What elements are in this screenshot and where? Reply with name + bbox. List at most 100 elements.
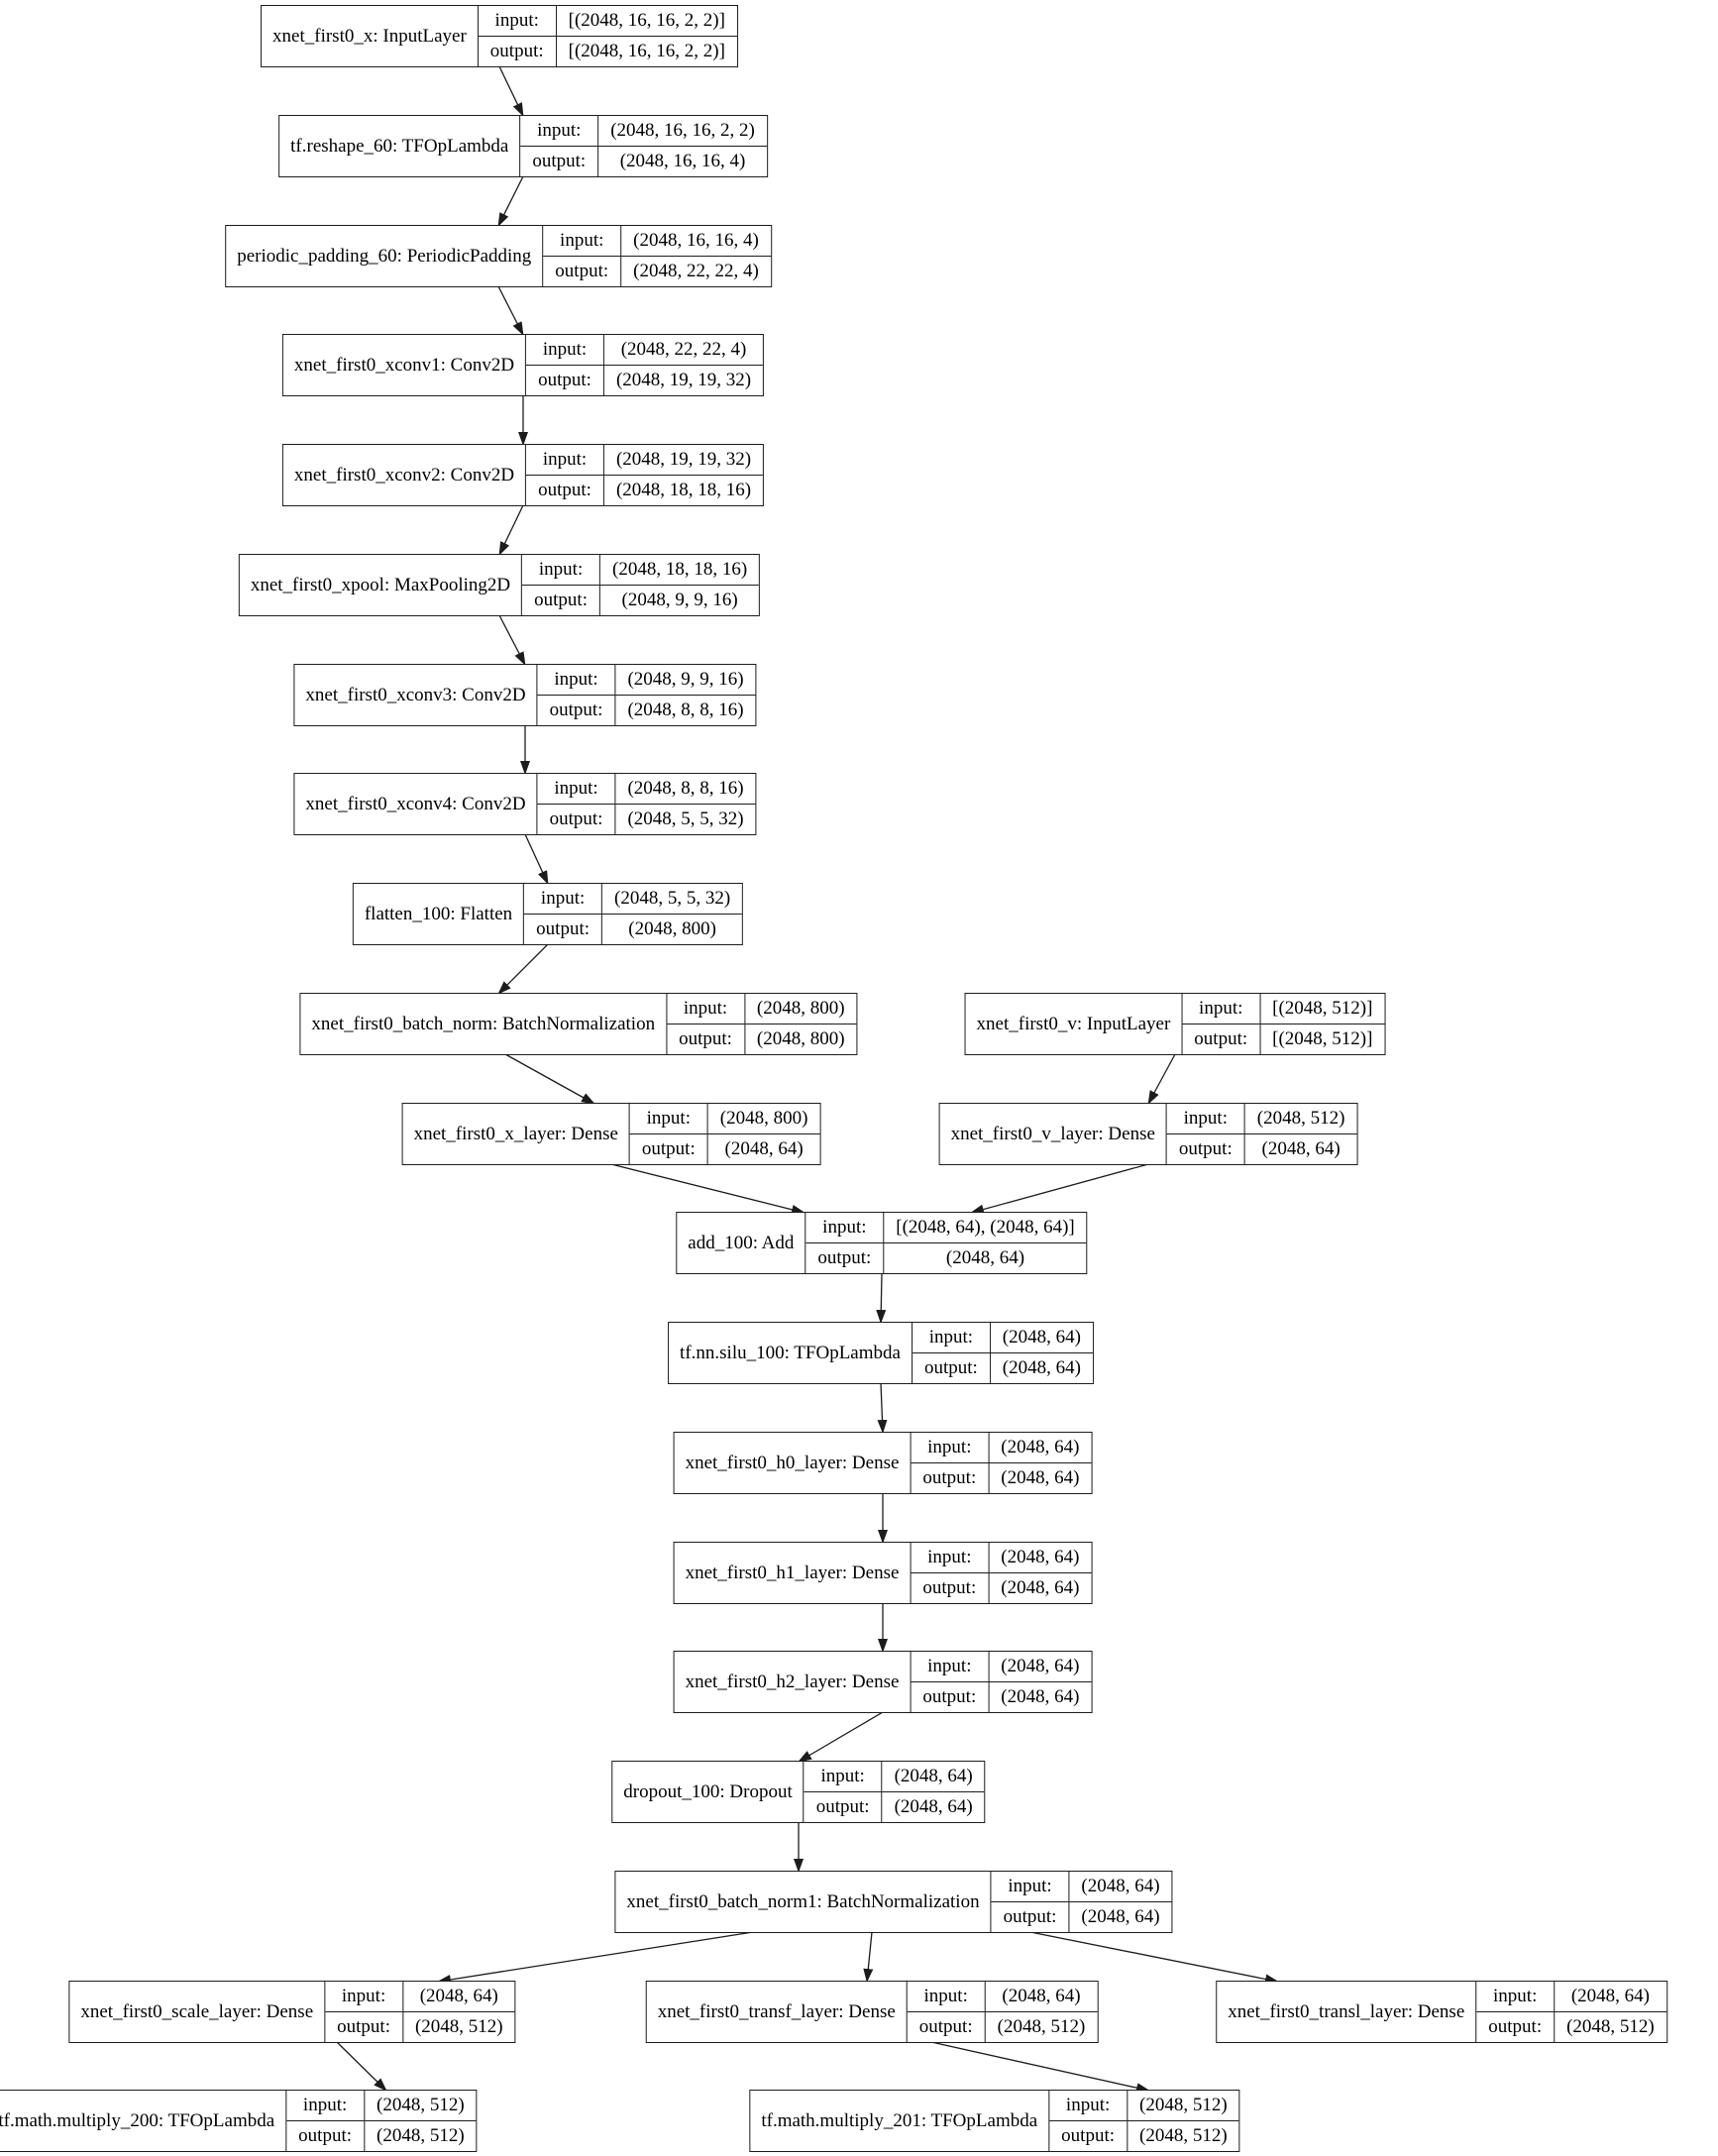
output-key-label: output: bbox=[1061, 2124, 1116, 2146]
output-key-label: output: bbox=[536, 917, 591, 939]
input-key-label: input: bbox=[912, 1323, 990, 1353]
layer-label: xnet_first0_h2_layer: Dense bbox=[685, 1671, 900, 1692]
edge-flatten_100-to-xnet_first0_batch_norm bbox=[497, 943, 549, 995]
layer-label: xnet_first0_transf_layer: Dense bbox=[657, 2000, 896, 2022]
output-shape-value: (2048, 512) bbox=[984, 2011, 1098, 2042]
layer-io-table: input: (2048, 512) output: (2048, 512) bbox=[285, 2091, 477, 2151]
input-shape-value: [(2048, 64), (2048, 64)] bbox=[883, 1213, 1087, 1243]
input-shape-value: (2048, 18, 18, 16) bbox=[599, 555, 760, 586]
input-shape-value: (2048, 64) bbox=[989, 1323, 1093, 1353]
output-key-label: output: bbox=[337, 2015, 390, 2037]
layer-label: xnet_first0_xconv2: Conv2D bbox=[293, 464, 515, 485]
input-key-label: input: bbox=[629, 1104, 707, 1134]
layer-label: xnet_first0_scale_layer: Dense bbox=[80, 2000, 314, 2022]
layer-label: xnet_first0_x: InputLayer bbox=[272, 25, 467, 47]
layer-node-add_100: add_100: Add input: [(2048, 64), (2048, … bbox=[676, 1212, 1088, 1274]
input-key-label: input: bbox=[667, 994, 744, 1024]
edge-xnet_first0_batch_norm1-to-xnet_first0_scale_layer bbox=[437, 1931, 754, 1985]
input-key-label: input: bbox=[991, 1872, 1069, 1902]
input-key-label: input: bbox=[1049, 2091, 1127, 2121]
output-key-label: output: bbox=[298, 2124, 353, 2146]
edge-xnet_first0_batch_norm1-to-xnet_first0_transl_layer bbox=[1029, 1931, 1279, 1985]
edge-xnet_first0_xconv4-to-flatten_100 bbox=[524, 833, 549, 885]
input-shape-value: (2048, 64) bbox=[984, 1982, 1098, 2012]
edge-tf_reshape_60-to-periodic_padding_60 bbox=[497, 175, 524, 227]
layer-label: flatten_100: Flatten bbox=[364, 903, 513, 924]
layer-io-table: input: (2048, 64) output: (2048, 512) bbox=[1475, 1982, 1666, 2042]
output-key-label: output: bbox=[1194, 1027, 1248, 1049]
output-key-label: output: bbox=[922, 1466, 977, 1488]
input-shape-value: [(2048, 512)] bbox=[1259, 994, 1385, 1024]
layer-label: xnet_first0_x_layer: Dense bbox=[413, 1123, 618, 1144]
output-shape-value: (2048, 64) bbox=[881, 1791, 985, 1822]
output-key-label: output: bbox=[532, 150, 587, 171]
layer-io-table: input: (2048, 64) output: (2048, 64) bbox=[910, 1543, 1092, 1603]
output-shape-value: [(2048, 16, 16, 2, 2)] bbox=[555, 36, 737, 66]
input-key-label: input: bbox=[1476, 1982, 1555, 2012]
input-shape-value: (2048, 16, 16, 4) bbox=[620, 226, 771, 257]
input-shape-value: (2048, 64) bbox=[988, 1652, 1092, 1682]
input-key-label: input: bbox=[911, 1543, 989, 1573]
output-shape-value: (2048, 512) bbox=[401, 2011, 515, 2042]
layer-node-xnet_first0_batch_norm1: xnet_first0_batch_norm1: BatchNormalizat… bbox=[614, 1871, 1173, 1933]
layer-io-table: input: (2048, 8, 8, 16) output: (2048, 5… bbox=[536, 774, 756, 834]
output-shape-value: (2048, 64) bbox=[989, 1352, 1093, 1383]
input-shape-value: (2048, 19, 19, 32) bbox=[602, 445, 764, 476]
edge-xnet_first0_x_layer-to-add_100 bbox=[610, 1163, 805, 1215]
layer-label: xnet_first0_batch_norm: BatchNormalizati… bbox=[311, 1013, 656, 1034]
output-shape-value: (2048, 64) bbox=[883, 1242, 1086, 1273]
input-key-label: input: bbox=[478, 6, 556, 37]
edge-xnet_first0_batch_norm-to-xnet_first0_x_layer bbox=[504, 1053, 595, 1105]
input-key-label: input: bbox=[537, 665, 615, 696]
input-key-label: input: bbox=[1182, 994, 1260, 1024]
layer-io-table: input: (2048, 64) output: (2048, 512) bbox=[324, 1982, 515, 2042]
layer-label: dropout_100: Dropout bbox=[623, 1780, 793, 1802]
layer-label: xnet_first0_xconv3: Conv2D bbox=[305, 684, 526, 705]
layer-io-table: input: (2048, 64) output: (2048, 64) bbox=[910, 1652, 1092, 1712]
input-key-label: input: bbox=[804, 1762, 882, 1792]
layer-node-tf_math_multiply_201: tf.math.multiply_201: TFOpLambda input: … bbox=[749, 2090, 1240, 2152]
output-shape-value: [(2048, 512)] bbox=[1259, 1024, 1384, 1054]
layer-io-table: input: (2048, 64) output: (2048, 512) bbox=[906, 1982, 1098, 2042]
layer-label: xnet_first0_v: InputLayer bbox=[976, 1013, 1171, 1034]
output-key-label: output: bbox=[538, 369, 591, 390]
layer-label: xnet_first0_xconv4: Conv2D bbox=[305, 793, 526, 814]
layer-io-table: input: [(2048, 64), (2048, 64)] output: … bbox=[805, 1213, 1087, 1273]
input-shape-value: (2048, 64) bbox=[988, 1433, 1092, 1463]
input-shape-value: (2048, 800) bbox=[743, 994, 857, 1024]
layer-node-xnet_first0_v: xnet_first0_v: InputLayer input: [(2048,… bbox=[964, 993, 1386, 1055]
input-shape-value: (2048, 8, 8, 16) bbox=[614, 774, 756, 805]
layer-label: tf.math.multiply_201: TFOpLambda bbox=[761, 2109, 1038, 2131]
layer-node-xnet_first0_xconv3: xnet_first0_xconv3: Conv2D input: (2048,… bbox=[293, 664, 757, 726]
layer-node-tf_nn_silu_100: tf.nn.silu_100: TFOpLambda input: (2048,… bbox=[668, 1322, 1094, 1384]
output-shape-value: (2048, 512) bbox=[1554, 2011, 1666, 2042]
layer-node-xnet_first0_xconv2: xnet_first0_xconv2: Conv2D input: (2048,… bbox=[281, 444, 765, 506]
layer-io-table: input: (2048, 9, 9, 16) output: (2048, 8… bbox=[536, 665, 756, 725]
edge-xnet_first0_x-to-tf_reshape_60 bbox=[498, 65, 524, 117]
layer-io-table: input: [(2048, 512)] output: [(2048, 512… bbox=[1181, 994, 1385, 1054]
edge-periodic_padding_60-to-xnet_first0_xconv1 bbox=[497, 285, 524, 336]
input-key-label: input: bbox=[543, 226, 621, 257]
layer-node-xnet_first0_transf_layer: xnet_first0_transf_layer: Dense input: (… bbox=[645, 1981, 1099, 2043]
output-shape-value: (2048, 800) bbox=[601, 914, 742, 944]
layer-label: add_100: Add bbox=[688, 1232, 795, 1253]
layer-io-table: input: (2048, 64) output: (2048, 64) bbox=[910, 1433, 1092, 1493]
input-shape-value: (2048, 64) bbox=[401, 1982, 515, 2012]
layer-io-table: input: (2048, 5, 5, 32) output: (2048, 8… bbox=[523, 884, 743, 944]
edge-add_100-to-tf_nn_silu_100 bbox=[876, 1272, 887, 1324]
input-shape-value: (2048, 800) bbox=[706, 1104, 820, 1134]
layer-node-xnet_first0_xconv4: xnet_first0_xconv4: Conv2D input: (2048,… bbox=[293, 773, 757, 835]
layer-io-table: input: (2048, 512) output: (2048, 512) bbox=[1048, 2091, 1239, 2151]
output-shape-value: (2048, 9, 9, 16) bbox=[599, 585, 759, 615]
layer-io-table: input: (2048, 64) output: (2048, 64) bbox=[803, 1762, 985, 1822]
input-shape-value: (2048, 512) bbox=[1127, 2091, 1239, 2121]
output-key-label: output: bbox=[923, 1356, 978, 1378]
output-shape-value: (2048, 64) bbox=[1068, 1901, 1171, 1932]
layer-node-xnet_first0_batch_norm: xnet_first0_batch_norm: BatchNormalizati… bbox=[299, 993, 858, 1055]
input-shape-value: (2048, 22, 22, 4) bbox=[602, 335, 764, 366]
layer-node-tf_math_multiply_200: tf.math.multiply_200: TFOpLambda input: … bbox=[0, 2090, 478, 2152]
output-shape-value: (2048, 64) bbox=[1243, 1133, 1357, 1164]
layer-io-table: input: (2048, 512) output: (2048, 64) bbox=[1165, 1104, 1357, 1164]
output-shape-value: (2048, 512) bbox=[364, 2120, 477, 2151]
